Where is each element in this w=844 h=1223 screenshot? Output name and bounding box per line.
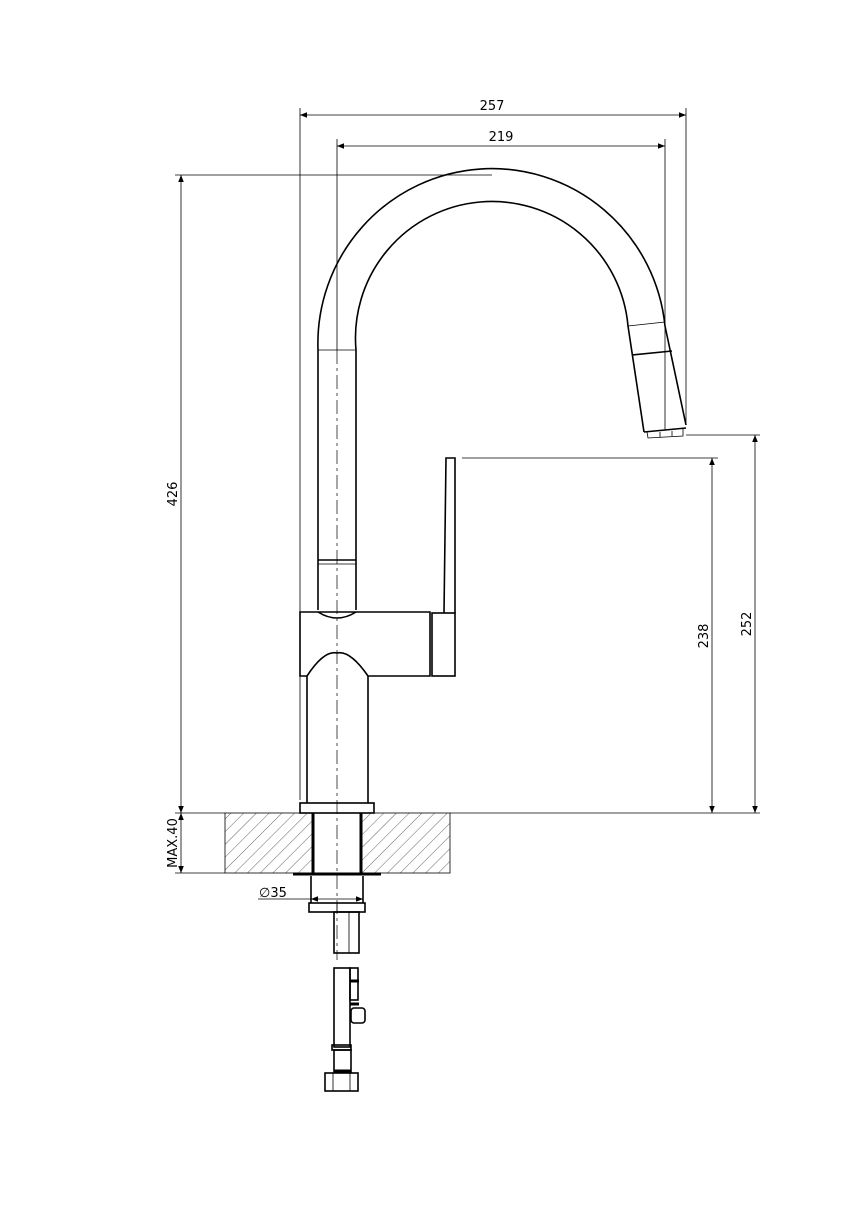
handle-lever [443, 457, 456, 614]
dimension-handle-height: 238 [450, 457, 760, 814]
dim-label-max40: MAX.40 [166, 818, 181, 868]
dim-label-426: 426 [166, 482, 181, 507]
dim-label-35: ∅35 [259, 886, 287, 901]
dimension-overall-reach: 257 [299, 99, 687, 800]
dim-label-257: 257 [480, 99, 505, 114]
dim-label-252: 252 [740, 612, 755, 637]
countertop-section [224, 812, 451, 876]
dimension-outlet-height: 252 [686, 434, 760, 813]
mounting-shank: ∅35 [258, 876, 366, 954]
dimension-max-countertop: MAX.40 [166, 813, 225, 874]
base-flange [299, 802, 375, 814]
faucet-spout [317, 167, 687, 610]
dimension-overall-height: 426 [166, 174, 492, 814]
dim-label-238: 238 [697, 624, 712, 649]
dim-label-219: 219 [489, 130, 514, 145]
dimension-spout-reach: 219 [336, 130, 666, 350]
handle-cap [431, 612, 456, 677]
faucet-body [299, 457, 456, 814]
supply-hose [324, 967, 366, 1092]
